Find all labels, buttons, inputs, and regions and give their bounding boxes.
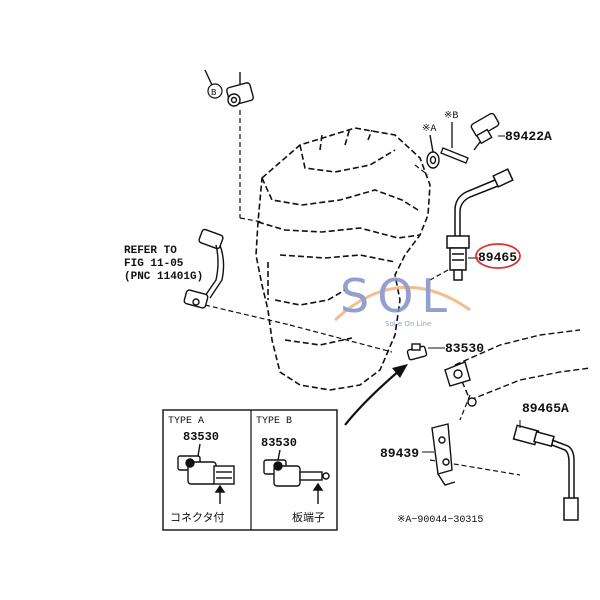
inset-pointer-arrow — [344, 369, 401, 426]
oil-pressure-switch-icon — [406, 343, 428, 361]
callout-a-label: ※A — [422, 124, 436, 135]
bracket-89439-icon — [431, 423, 456, 486]
type-b-caption: 板端子 — [292, 510, 325, 524]
sol-watermark-logo: SOL Sol e On Line — [333, 269, 471, 328]
sensor-89422a-icon — [470, 112, 500, 151]
type-b-title: TYPE B — [256, 416, 292, 427]
washer-icon — [426, 134, 440, 169]
cam-sensor-left-icon — [183, 228, 225, 309]
gasket-icon — [440, 122, 469, 164]
refer-note-line1: REFER TO — [124, 245, 177, 257]
exhaust-flange-icon — [444, 361, 477, 407]
callout-b-label: ※B — [444, 111, 458, 122]
refer-note-line2: FIG 11-05 — [124, 258, 184, 270]
marker-b-circle — [207, 83, 223, 99]
leader-lines — [204, 110, 521, 476]
type-a-caption: コネクタ付 — [170, 511, 225, 524]
type-a-part: 83530 — [183, 430, 219, 444]
type-a-title: TYPE A — [168, 416, 204, 427]
part-label-89465: 89465 — [478, 250, 517, 265]
part-label-89465a: 89465A — [522, 401, 569, 416]
part-label-89439: 89439 — [380, 446, 419, 461]
refer-note-line3: (PNC 11401G) — [124, 271, 203, 283]
highlight-circle-89465 — [475, 243, 521, 269]
marker-b-label: B — [211, 88, 217, 98]
oxygen-sensor-lower-icon — [512, 424, 579, 521]
part-label-89422a: 89422A — [505, 129, 552, 144]
watermark-logo-text: SOL — [340, 269, 455, 323]
type-a-sensor-icon — [177, 443, 235, 504]
engine-block-outline — [255, 127, 431, 391]
inset-pointer-arrowhead — [392, 364, 408, 378]
type-b-sensor-icon — [263, 449, 330, 504]
footnote-text: ※A−90044−30315 — [397, 515, 483, 526]
part-label-83530: 83530 — [445, 341, 484, 356]
oxygen-sensor-upper-icon — [446, 168, 514, 281]
watermark-tagline: Sol e On Line — [385, 320, 431, 328]
top-sensor-icon — [204, 69, 254, 107]
type-b-part: 83530 — [261, 436, 297, 450]
